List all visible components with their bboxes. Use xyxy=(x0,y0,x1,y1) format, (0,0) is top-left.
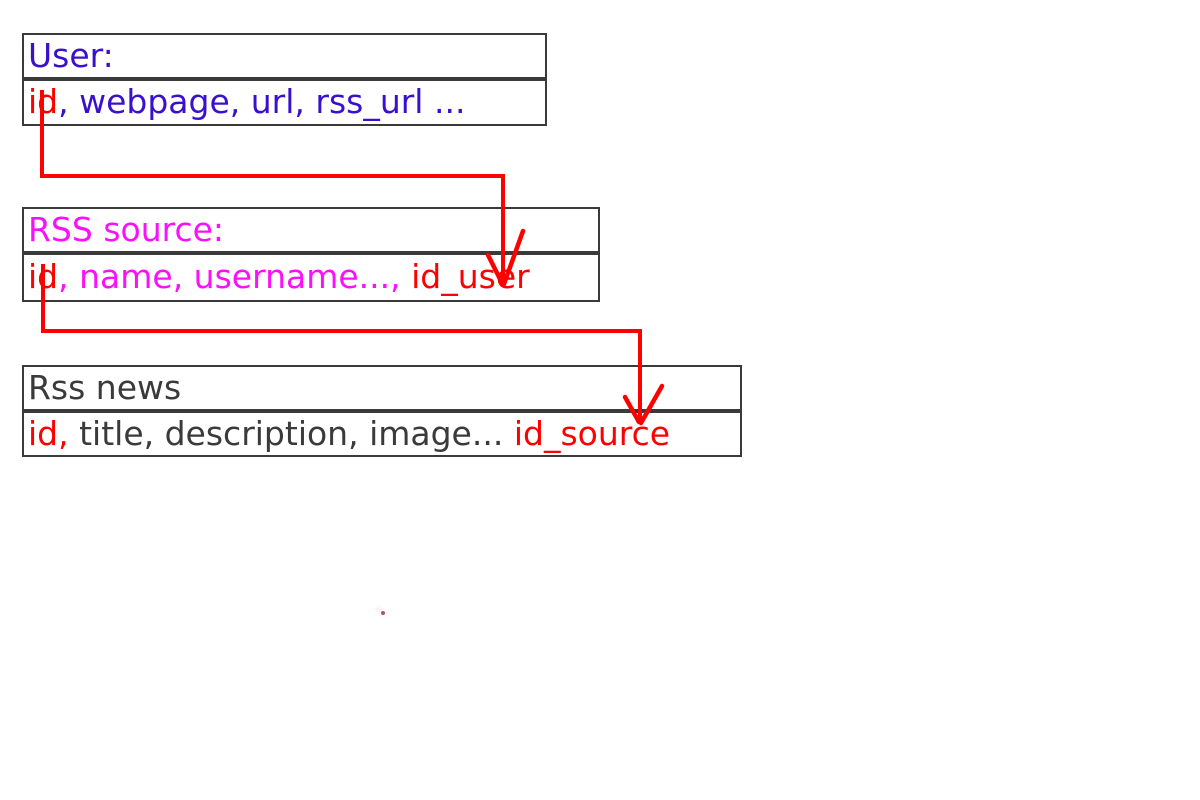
table-rss-news-header: Rss news xyxy=(24,367,740,413)
table-rss-source-fields: id, name, username..., id_user xyxy=(24,255,598,300)
table-rss-news-title: Rss news xyxy=(28,367,182,407)
table-user: User: id, webpage, url, rss_url ... xyxy=(22,33,547,126)
field-segment-source-id: id xyxy=(28,257,59,297)
table-rss-source-header: RSS source: xyxy=(24,209,598,255)
table-rss-source-title: RSS source: xyxy=(28,209,225,249)
field-segment-news-middle: title, description, image... xyxy=(79,413,514,453)
field-segment-news-id: id, xyxy=(28,413,80,453)
table-rss-source: RSS source: id, name, username..., id_us… xyxy=(22,207,600,302)
table-user-fields: id, webpage, url, rss_url ... xyxy=(24,81,545,124)
table-rss-news-fields: id, title, description, image... id_sour… xyxy=(24,413,740,455)
field-segment-user-id: id xyxy=(28,82,59,122)
field-segment-news-id-source: id_source xyxy=(513,413,671,453)
table-user-header: User: xyxy=(24,35,545,81)
table-rss-news: Rss news id, title, description, image..… xyxy=(22,365,742,457)
field-segment-source-id-user: id_user xyxy=(411,257,530,297)
field-segment-source-middle: , name, username..., xyxy=(58,257,412,297)
field-segment-user-rest: , webpage, url, rss_url ... xyxy=(58,82,466,122)
table-user-title: User: xyxy=(28,35,114,75)
stray-mark xyxy=(381,611,385,615)
